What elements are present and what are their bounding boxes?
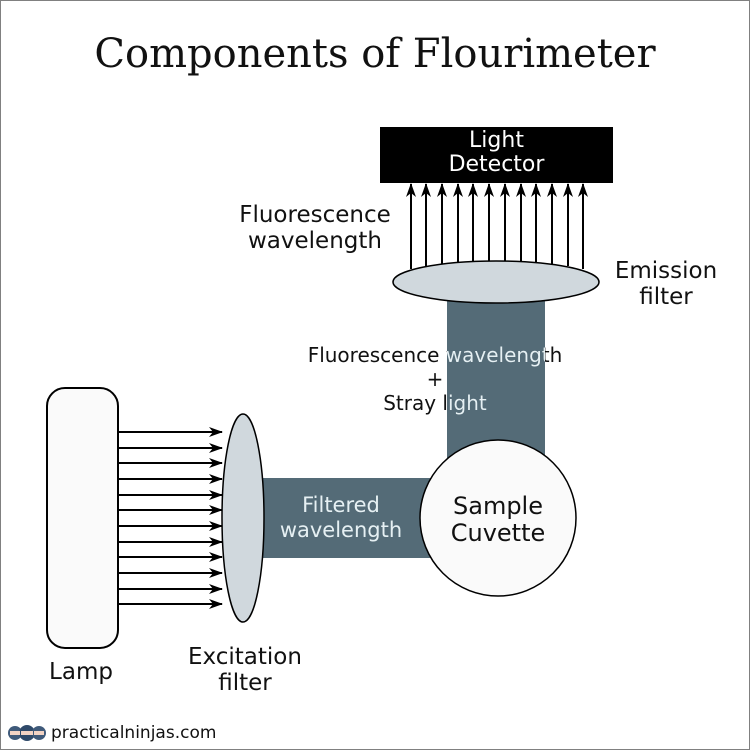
excitation-filter-label: Excitation filter: [167, 644, 323, 696]
diagram-title: Components of Flourimeter: [94, 31, 656, 77]
vertical-beam-label: Fluorescence wavelength + Stray light: [281, 343, 589, 415]
fluorescence-label: Fluorescence wavelength: [223, 202, 407, 254]
horizontal-beam-label: Filtered wavelength: [263, 493, 419, 543]
vertical-beam-label-line1: Fluorescence wavelength: [307, 343, 563, 367]
vertical-beam-label-line2: Stray light: [383, 391, 487, 415]
emission-filter-label-line2: filter: [639, 284, 693, 310]
excitation-filter: [221, 413, 265, 623]
ninja-logo-icon: [8, 725, 46, 741]
excitation-arrows: [118, 427, 223, 609]
emission-filter-label-line1: Emission: [614, 258, 718, 284]
detector-label-line1: Light: [469, 128, 524, 153]
fluorescence-label-line2: wavelength: [248, 228, 382, 254]
vertical-beam-label-plus: +: [426, 367, 444, 391]
emission-arrows: [406, 183, 588, 269]
excitation-filter-label-line2: filter: [218, 670, 272, 696]
horizontal-beam-label-line2: wavelength: [279, 518, 403, 542]
emission-filter-label: Emission filter: [601, 258, 731, 310]
horizontal-beam-label-line1: Filtered: [302, 493, 380, 517]
light-detector: [380, 127, 613, 183]
cuvette-label-line1: Sample: [453, 492, 543, 520]
fluorescence-label-line1: Fluorescence: [239, 202, 391, 228]
cuvette-label: Sample Cuvette: [420, 493, 576, 547]
lamp: [46, 387, 119, 649]
lamp-label: Lamp: [49, 659, 113, 685]
footer-site-link[interactable]: practicalninjas.com: [51, 723, 217, 743]
detector-label-line2: Detector: [448, 152, 545, 177]
detector-label: Light Detector: [380, 129, 613, 177]
excitation-filter-label-line1: Excitation: [188, 644, 302, 670]
emission-filter: [392, 260, 600, 304]
sample-cuvette: [419, 439, 577, 597]
cuvette-label-line2: Cuvette: [450, 519, 546, 547]
footer: practicalninjas.com: [7, 723, 216, 743]
